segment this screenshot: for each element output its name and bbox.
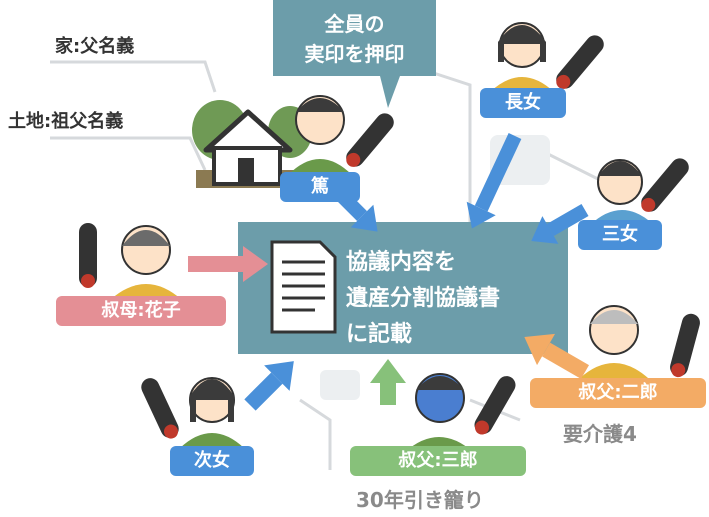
- condition-jiro: 要介護4: [563, 422, 637, 446]
- seal-atsushi: [346, 113, 394, 167]
- label-aunt: 叔母:花子: [56, 296, 226, 326]
- arrow-from-saburo: [370, 359, 406, 405]
- center-text-line2: 遺産分割協議書: [346, 286, 501, 311]
- person-third-daughter-avatar: [590, 159, 654, 225]
- label-jiro: 叔父:二郎: [530, 378, 706, 408]
- callout-bubble: [273, 0, 436, 108]
- callout-text-line1: 全員の: [324, 12, 385, 36]
- label-saburo: 叔父:三郎: [350, 446, 526, 476]
- document-icon: [270, 240, 337, 334]
- bg-card-2: [320, 370, 360, 400]
- seal-second-daughter: [141, 378, 179, 439]
- arrow-from-aunt: [188, 246, 268, 282]
- note-land-owner: 土地:祖父名義: [8, 111, 124, 132]
- person-aunt-avatar: [110, 225, 182, 300]
- seal-eldest-daughter: [556, 35, 604, 89]
- arrow-from-third-daughter: [531, 203, 589, 244]
- label-second-daughter: 次女: [170, 446, 254, 476]
- center-text-line3: に記載: [346, 322, 413, 347]
- seal-aunt: [79, 223, 97, 288]
- note-house-owner: 家:父名義: [55, 36, 135, 57]
- person-eldest-daughter-avatar: [490, 22, 554, 92]
- seal-third-daughter: [641, 158, 689, 212]
- person-atsushi-avatar: [288, 95, 352, 175]
- person-jiro-avatar: [580, 305, 648, 378]
- label-atsushi: 篤: [280, 172, 360, 202]
- label-third-daughter: 三女: [578, 220, 662, 250]
- callout-text-line2: 実印を押印: [304, 42, 405, 66]
- condition-saburo: 30年引き籠り: [356, 488, 484, 512]
- arrow-from-second-daughter: [244, 361, 294, 411]
- arrows: [188, 133, 589, 411]
- seal-jiro: [670, 313, 700, 378]
- center-text-line1: 協議内容を: [346, 250, 457, 275]
- arrow-from-jiro: [524, 333, 589, 379]
- person-saburo-avatar: [405, 373, 473, 452]
- arrow-from-eldest-daughter: [466, 133, 522, 229]
- label-eldest-daughter: 長女: [480, 88, 566, 118]
- seal-saburo: [474, 376, 516, 435]
- seal-stamps: [79, 35, 700, 439]
- person-second-daughter-avatar: [180, 377, 244, 448]
